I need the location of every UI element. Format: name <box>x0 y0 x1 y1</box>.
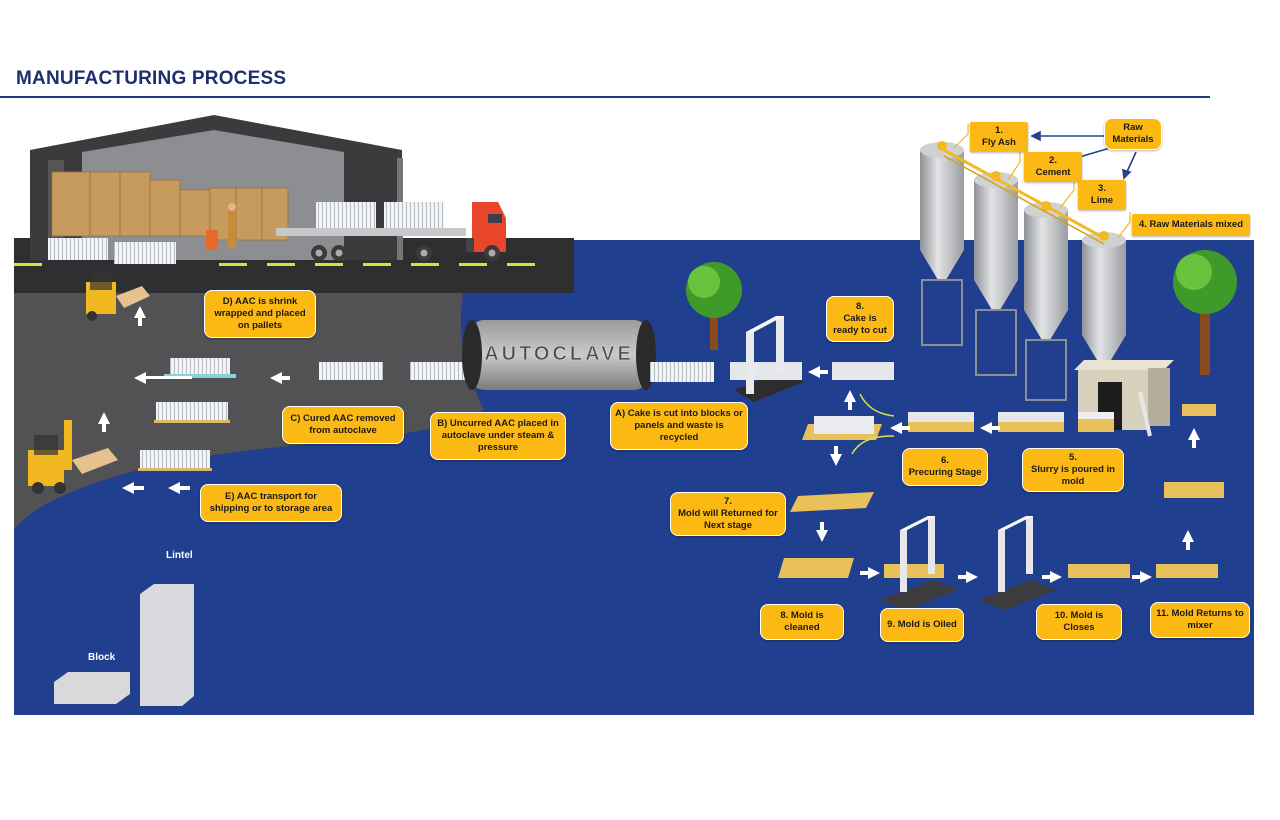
mold-return <box>1156 564 1218 578</box>
page-title: MANUFACTURING PROCESS <box>16 68 287 89</box>
silo-mixer <box>1082 231 1126 365</box>
callout-cake-ready: 8.Cake is ready to cut <box>826 296 894 342</box>
mold-slurry <box>1078 418 1114 432</box>
flow-arrows <box>98 306 1200 583</box>
callout-mold-oiled: 9. Mold is Oiled <box>880 608 964 642</box>
process-illustration: AUTOCLAVE <box>14 115 1254 715</box>
callout-mold-closes: 10. Mold is Closes <box>1036 604 1122 640</box>
callout-shrink-wrapped: D) AAC is shrink wrapped and placed on p… <box>204 290 316 338</box>
callout-slurry-poured: 5.Slurry is poured in mold <box>1022 448 1124 492</box>
forklift-bottom <box>28 420 118 494</box>
mold-cleaned <box>778 558 854 578</box>
aac-pallet <box>156 402 228 422</box>
aac-pallet-wrapped <box>170 358 230 376</box>
callout-precuring-stage: 6.Precuring Stage <box>902 448 988 486</box>
callout-cement: 2.Cement <box>1024 152 1082 182</box>
callout-cake-cut: A) Cake is cut into blocks or panels and… <box>610 402 748 450</box>
aac-cured-stack <box>319 362 383 380</box>
silo-cement <box>974 171 1018 376</box>
autoclave-text: AUTOCLAVE <box>484 343 634 365</box>
silo-lime <box>1024 201 1068 401</box>
aac-block-product <box>54 672 130 704</box>
callout-mold-cleaned: 8. Mold is cleaned <box>760 604 844 640</box>
callout-raw-materials: Raw Materials <box>1104 118 1162 150</box>
callout-mold-returned: 7.Mold will Returned for Next stage <box>670 492 786 536</box>
callout-uncured-aac: B) Uncurred AAC placed in autoclave unde… <box>430 412 566 460</box>
mold-filling <box>1182 404 1216 416</box>
aac-pallet-transport <box>140 450 210 470</box>
aac-uncured-stack <box>410 362 474 380</box>
callout-fly-ash: 1.Fly Ash <box>970 122 1028 152</box>
tree-right <box>1173 250 1237 375</box>
mold-closed <box>1068 564 1130 578</box>
road-markings <box>14 263 535 266</box>
callout-aac-transport: E) AAC transport for shipping or to stor… <box>200 484 342 522</box>
silo-fly-ash <box>920 141 964 346</box>
process-scene: AUTOCLAVE <box>14 110 1254 715</box>
mold-returned <box>790 492 874 512</box>
molds <box>778 404 1224 578</box>
closing-frame <box>978 516 1056 610</box>
silos <box>920 141 1126 401</box>
callout-raw-materials-mixed: 4. Raw Materials mixed <box>1132 214 1250 236</box>
callout-lime: 3.Lime <box>1078 180 1126 210</box>
callout-cured-aac: C) Cured AAC removed from autoclave <box>282 406 404 444</box>
cake-ready <box>832 362 894 380</box>
mold-waiting <box>1164 482 1224 498</box>
warehouse <box>30 115 403 260</box>
title-divider <box>0 96 1210 98</box>
label-lintel: Lintel <box>166 550 193 561</box>
autoclave: AUTOCLAVE <box>462 320 656 390</box>
aac-lintel-product <box>140 584 194 706</box>
label-block: Block <box>88 652 116 663</box>
tree-left <box>686 262 742 350</box>
callout-mold-returns: 11. Mold Returns to mixer <box>1150 602 1250 638</box>
truck <box>276 202 506 261</box>
cutting-machine <box>730 316 804 402</box>
oiling-frame <box>880 516 958 610</box>
forklift-top <box>86 272 150 321</box>
cake-cut-blocks <box>650 362 714 382</box>
